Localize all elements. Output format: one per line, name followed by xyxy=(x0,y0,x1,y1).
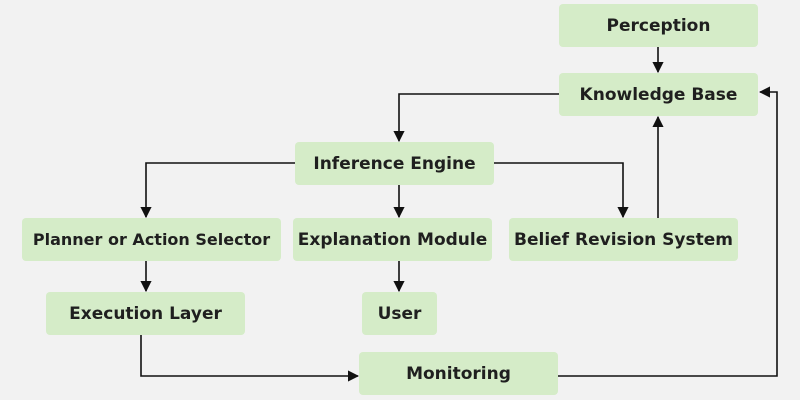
node-execution-layer: Execution Layer xyxy=(46,292,245,335)
node-label-monitoring: Monitoring xyxy=(406,363,511,384)
node-label-perception: Perception xyxy=(606,15,711,36)
node-label-user: User xyxy=(377,303,422,324)
node-label-knowledge-base: Knowledge Base xyxy=(579,84,738,105)
node-label-explanation-module: Explanation Module xyxy=(297,229,488,250)
edge-monitoring-to-knowledge-base xyxy=(558,86,778,377)
edge-inference-engine-to-planner xyxy=(140,162,295,219)
node-label-inference-engine: Inference Engine xyxy=(313,153,476,174)
node-perception: Perception xyxy=(559,4,758,47)
node-monitoring: Monitoring xyxy=(359,352,558,395)
node-label-belief-revision-system: Belief Revision System xyxy=(514,229,733,250)
node-inference-engine: Inference Engine xyxy=(295,142,494,185)
edge-knowledge-base-to-inference-engine xyxy=(393,93,559,143)
node-planner: Planner or Action Selector xyxy=(22,218,281,261)
node-knowledge-base: Knowledge Base xyxy=(559,73,758,116)
node-user: User xyxy=(362,292,437,335)
edge-inference-engine-to-belief-revision xyxy=(494,162,629,219)
edge-execution-layer-to-monitoring xyxy=(140,335,360,382)
node-label-planner: Planner or Action Selector xyxy=(32,230,271,249)
node-explanation-module: Explanation Module xyxy=(293,218,492,261)
node-belief-revision-system: Belief Revision System xyxy=(509,218,738,261)
node-label-execution-layer: Execution Layer xyxy=(69,303,222,324)
